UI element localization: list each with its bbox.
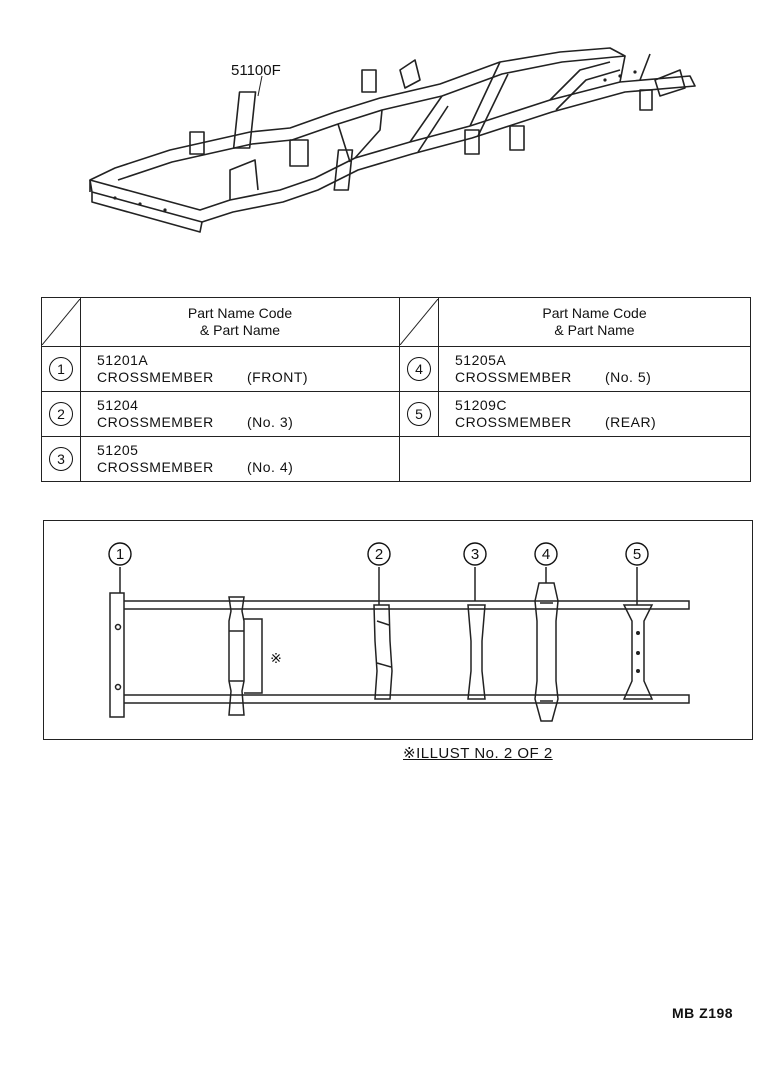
part-qualifier: (No. 5) [605, 369, 652, 385]
crossmember-layout-diagram: 1 2 3 4 5 ※ [108, 542, 690, 722]
header-line1: Part Name Code [187, 305, 293, 321]
table-row: 3 51205 CROSSMEMBER (No. 4) [41, 436, 751, 482]
row-number-cell: 4 [399, 346, 439, 392]
illustration-note: ※ILLUST No. 2 OF 2 [403, 745, 553, 762]
part-code: 51205A [455, 352, 507, 368]
header-corner-cell [41, 297, 81, 347]
table-row: 1 51201A CROSSMEMBER (FRONT) 4 51205A CRO… [41, 346, 751, 392]
part-cell: 51204 CROSSMEMBER (No. 3) [80, 391, 400, 437]
callout-number: 4 [407, 357, 431, 381]
header-line2: & Part Name [554, 322, 635, 338]
layout-callout-2: 2 [375, 546, 383, 563]
part-qualifier: (FRONT) [247, 369, 309, 385]
table-row: 2 51204 CROSSMEMBER (No. 3) 5 51209C CROS… [41, 391, 751, 437]
header-left: Part Name Code & Part Name [80, 297, 400, 347]
row-number-cell: 1 [41, 346, 81, 392]
layout-callout-3: 3 [471, 546, 479, 563]
near-side-rail [89, 75, 696, 223]
part-code: 51204 [97, 397, 139, 413]
empty-cell [438, 436, 751, 482]
row-number-cell: 2 [41, 391, 81, 437]
part-name: CROSSMEMBER [97, 369, 214, 385]
part-qualifier: (No. 4) [247, 459, 294, 475]
crossmember-layout-panel: 1 2 3 4 5 ※ [43, 520, 753, 740]
part-code: 51205 [97, 442, 139, 458]
part-cell: 51201A CROSSMEMBER (FRONT) [80, 346, 400, 392]
crossmember-4-shape [534, 582, 559, 722]
part-name: CROSSMEMBER [97, 459, 214, 475]
crossmember-1-shape [109, 592, 125, 718]
part-name: CROSSMEMBER [455, 414, 572, 430]
part-code: 51209C [455, 397, 508, 413]
header-line1: Part Name Code [542, 305, 647, 321]
header-line2: & Part Name [199, 322, 281, 338]
part-qualifier: (REAR) [605, 414, 657, 430]
page-reference-code: MB Z198 [672, 1005, 734, 1021]
callout-number: 5 [407, 402, 431, 426]
part-name: CROSSMEMBER [455, 369, 572, 385]
diagonal-slash [400, 299, 438, 345]
layout-callout-1: 1 [116, 546, 124, 563]
header-corner-cell [399, 297, 439, 347]
reference-mark: ※ [270, 650, 282, 666]
crossmember-2-shape [373, 604, 393, 700]
callout-number: 2 [49, 402, 73, 426]
table-header-row: Part Name Code & Part Name Part Name Cod… [41, 297, 751, 347]
empty-cell [399, 436, 439, 482]
crossmember-ref-shape [228, 596, 245, 716]
part-qualifier: (No. 3) [247, 414, 294, 430]
callout-number: 1 [49, 357, 73, 381]
layout-callout-4: 4 [542, 546, 550, 563]
frame-assembly-illustration [89, 47, 696, 233]
part-cell: 51205A CROSSMEMBER (No. 5) [438, 346, 751, 392]
front-crossmember-shape [89, 180, 203, 233]
part-cell: 51209C CROSSMEMBER (REAR) [438, 391, 751, 437]
row-number-cell: 3 [41, 436, 81, 482]
callout-number: 3 [49, 447, 73, 471]
crossmember-3-shape [467, 604, 486, 700]
row-number-cell: 5 [399, 391, 439, 437]
lower-rail [124, 694, 690, 704]
crossmember-5-shape [622, 604, 654, 700]
assembly-part-code: 51100F [231, 62, 281, 79]
diagonal-slash [42, 299, 80, 345]
header-right: Part Name Code & Part Name [438, 297, 751, 347]
part-cell: 51205 CROSSMEMBER (No. 4) [80, 436, 400, 482]
layout-callout-5: 5 [633, 546, 641, 563]
part-code: 51201A [97, 352, 149, 368]
far-side-rail [89, 47, 626, 181]
upper-rail [124, 600, 690, 610]
parts-table: Part Name Code & Part Name Part Name Cod… [41, 297, 751, 482]
part-name: CROSSMEMBER [97, 414, 214, 430]
